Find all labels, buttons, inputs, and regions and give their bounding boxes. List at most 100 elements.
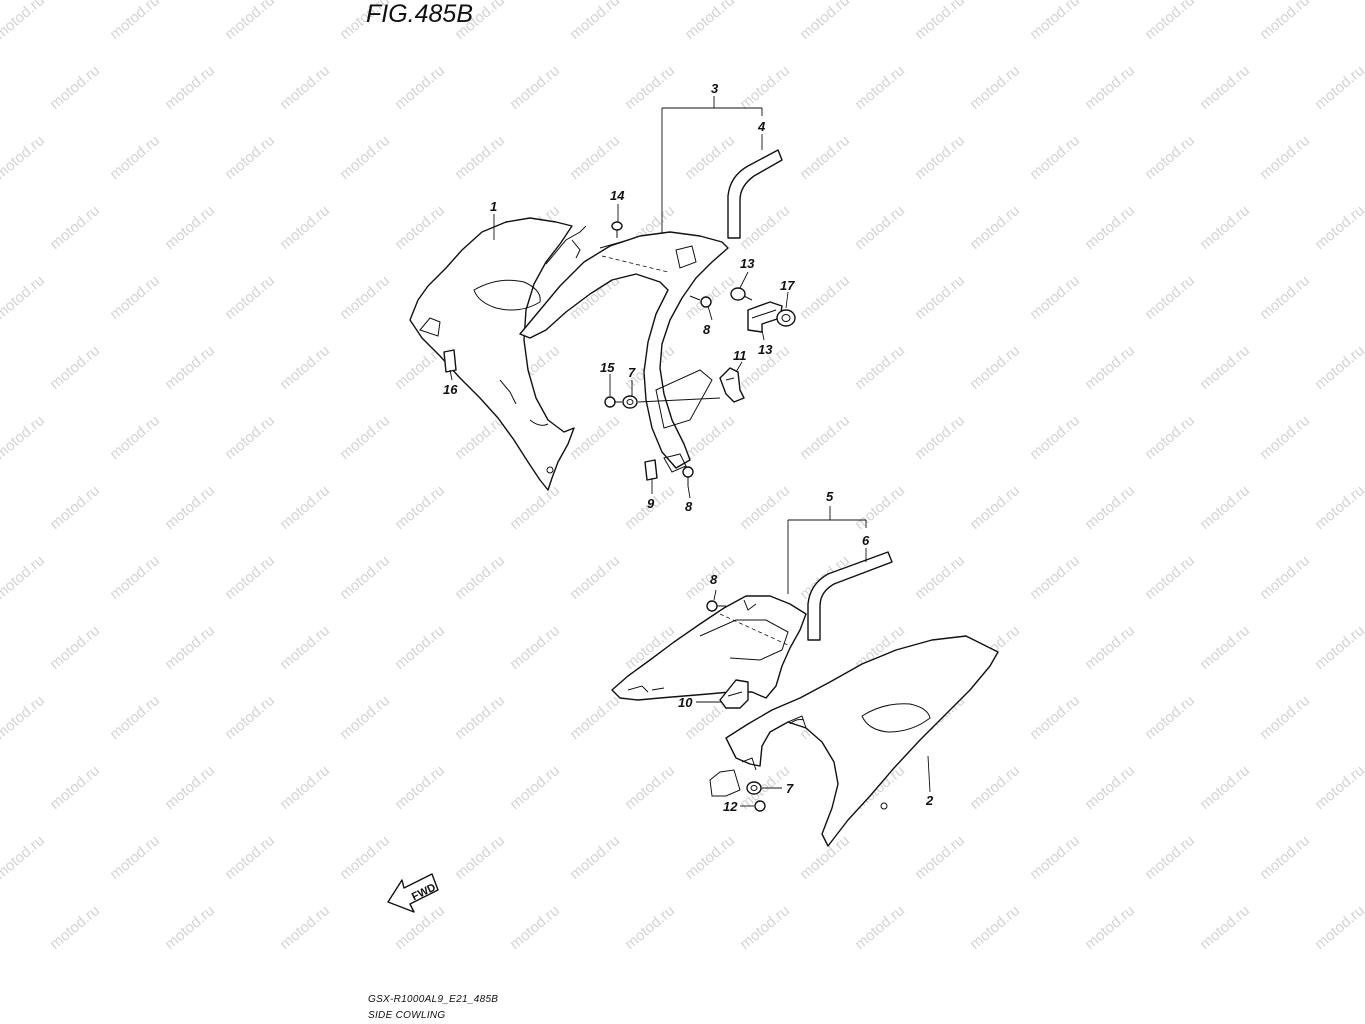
watermark-text: motod.ru: [277, 342, 333, 393]
watermark-text: motod.ru: [1027, 832, 1083, 883]
watermark-text: motod.ru: [1312, 762, 1365, 813]
watermark-text: motod.ru: [967, 62, 1023, 113]
watermark-text: motod.ru: [622, 902, 678, 953]
watermark-text: motod.ru: [1027, 0, 1083, 43]
watermark-text: motod.ru: [567, 692, 623, 743]
watermark-text: motod.ru: [1027, 272, 1083, 323]
watermark-text: motod.ru: [47, 342, 103, 393]
watermark-text: motod.ru: [277, 62, 333, 113]
watermark-text: motod.ru: [682, 132, 738, 183]
watermark-text: motod.ru: [797, 272, 853, 323]
watermark-text: motod.ru: [1082, 482, 1138, 533]
watermark-text: motod.ru: [392, 902, 448, 953]
watermark-text: motod.ru: [452, 132, 508, 183]
watermark-text: motod.ru: [1142, 412, 1198, 463]
watermark-text: motod.ru: [1082, 342, 1138, 393]
watermark-text: motod.ru: [452, 832, 508, 883]
watermark-text: motod.ru: [1312, 622, 1365, 673]
screw-12-part: [611, 221, 623, 238]
watermark-text: motod.ru: [1027, 552, 1083, 603]
watermark-text: motod.ru: [852, 902, 908, 953]
watermark-text: motod.ru: [1082, 902, 1138, 953]
watermark-text: motod.ru: [1027, 412, 1083, 463]
watermark-text: motod.ru: [277, 202, 333, 253]
trim-strip-upper-part: [727, 149, 783, 239]
watermark-text: motod.ru: [1142, 272, 1198, 323]
callout-9: 9: [647, 496, 655, 511]
watermark-text: motod.ru: [1257, 0, 1313, 43]
watermark-text: motod.ru: [107, 272, 163, 323]
side-cowling-left-part: [409, 217, 587, 491]
watermark-text: motod.ru: [797, 132, 853, 183]
watermark-text: motod.ru: [912, 132, 968, 183]
watermark-text: motod.ru: [622, 62, 678, 113]
callout-15: 13: [740, 256, 755, 271]
watermark-text: motod.ru: [1082, 202, 1138, 253]
callout-2: 2: [925, 793, 934, 808]
watermark-text: motod.ru: [1257, 832, 1313, 883]
callout-13-lower: 12: [723, 799, 738, 814]
watermark-text: motod.ru: [277, 762, 333, 813]
callout-12: 14: [610, 188, 625, 203]
watermark-text: motod.ru: [222, 272, 278, 323]
watermark-text: motod.ru: [797, 0, 853, 43]
watermark-text: motod.ru: [1142, 692, 1198, 743]
watermark-text: motod.ru: [392, 762, 448, 813]
watermark-text: motod.ru: [507, 762, 563, 813]
watermark-text: motod.ru: [107, 552, 163, 603]
watermark-text: motod.ru: [567, 832, 623, 883]
screw-8-lower-part: [706, 600, 726, 612]
diagram-caption: SIDE COWLING: [368, 1010, 446, 1021]
watermark-text: motod.ru: [507, 62, 563, 113]
watermark-text: motod.ru: [1027, 132, 1083, 183]
callout-13-upper: 15: [600, 360, 615, 375]
watermark-text: motod.ru: [1197, 342, 1253, 393]
watermark-text: motod.ru: [1197, 762, 1253, 813]
callout-3: 3: [711, 81, 719, 96]
watermark-text: motod.ru: [967, 202, 1023, 253]
watermark-text: motod.ru: [277, 482, 333, 533]
watermark-text: motod.ru: [682, 832, 738, 883]
watermark-text: motod.ru: [737, 62, 793, 113]
watermark-text: motod.ru: [107, 0, 163, 43]
grommet-part: [776, 309, 796, 327]
watermark-text: motod.ru: [967, 482, 1023, 533]
watermark-text: motod.ru: [1312, 902, 1365, 953]
watermark-text: motod.ru: [1197, 622, 1253, 673]
callout-8-upper-a: 8: [703, 322, 711, 337]
watermark-text: motod.ru: [0, 832, 48, 883]
callout-6: 6: [862, 533, 870, 548]
watermark-text: motod.ru: [1257, 132, 1313, 183]
callout-4: 4: [757, 119, 766, 134]
pad-16-part: [443, 349, 457, 373]
watermark-text: motod.ru: [737, 202, 793, 253]
bracket-10-part: [719, 679, 749, 709]
watermark-text: motod.ru: [852, 342, 908, 393]
callout-17: 17: [780, 278, 795, 293]
watermark-text: motod.ru: [737, 902, 793, 953]
figure-title: FIG.485B: [366, 0, 473, 28]
watermark-text: motod.ru: [967, 902, 1023, 953]
watermark-text: motod.ru: [222, 692, 278, 743]
watermark-text: motod.ru: [1312, 62, 1365, 113]
watermark-text: motod.ru: [47, 482, 103, 533]
watermark-text: motod.ru: [1197, 202, 1253, 253]
nut-7-lower-part: [746, 781, 762, 795]
watermark-text: motod.ru: [797, 412, 853, 463]
watermark-text: motod.ru: [1142, 132, 1198, 183]
watermark-text: motod.ru: [967, 762, 1023, 813]
watermark-text: motod.ru: [1027, 692, 1083, 743]
watermark-text: motod.ru: [1312, 342, 1365, 393]
watermark-text: motod.ru: [1197, 902, 1253, 953]
watermark-text: motod.ru: [1257, 692, 1313, 743]
watermark-text: motod.ru: [507, 902, 563, 953]
watermark-text: motod.ru: [567, 412, 623, 463]
callout-11: 11: [733, 348, 747, 363]
watermark-text: motod.ru: [47, 902, 103, 953]
watermark-text: motod.ru: [912, 272, 968, 323]
watermark-text: motod.ru: [622, 762, 678, 813]
side-cowling-right-part: [709, 635, 999, 847]
callout-16: 16: [443, 382, 458, 397]
